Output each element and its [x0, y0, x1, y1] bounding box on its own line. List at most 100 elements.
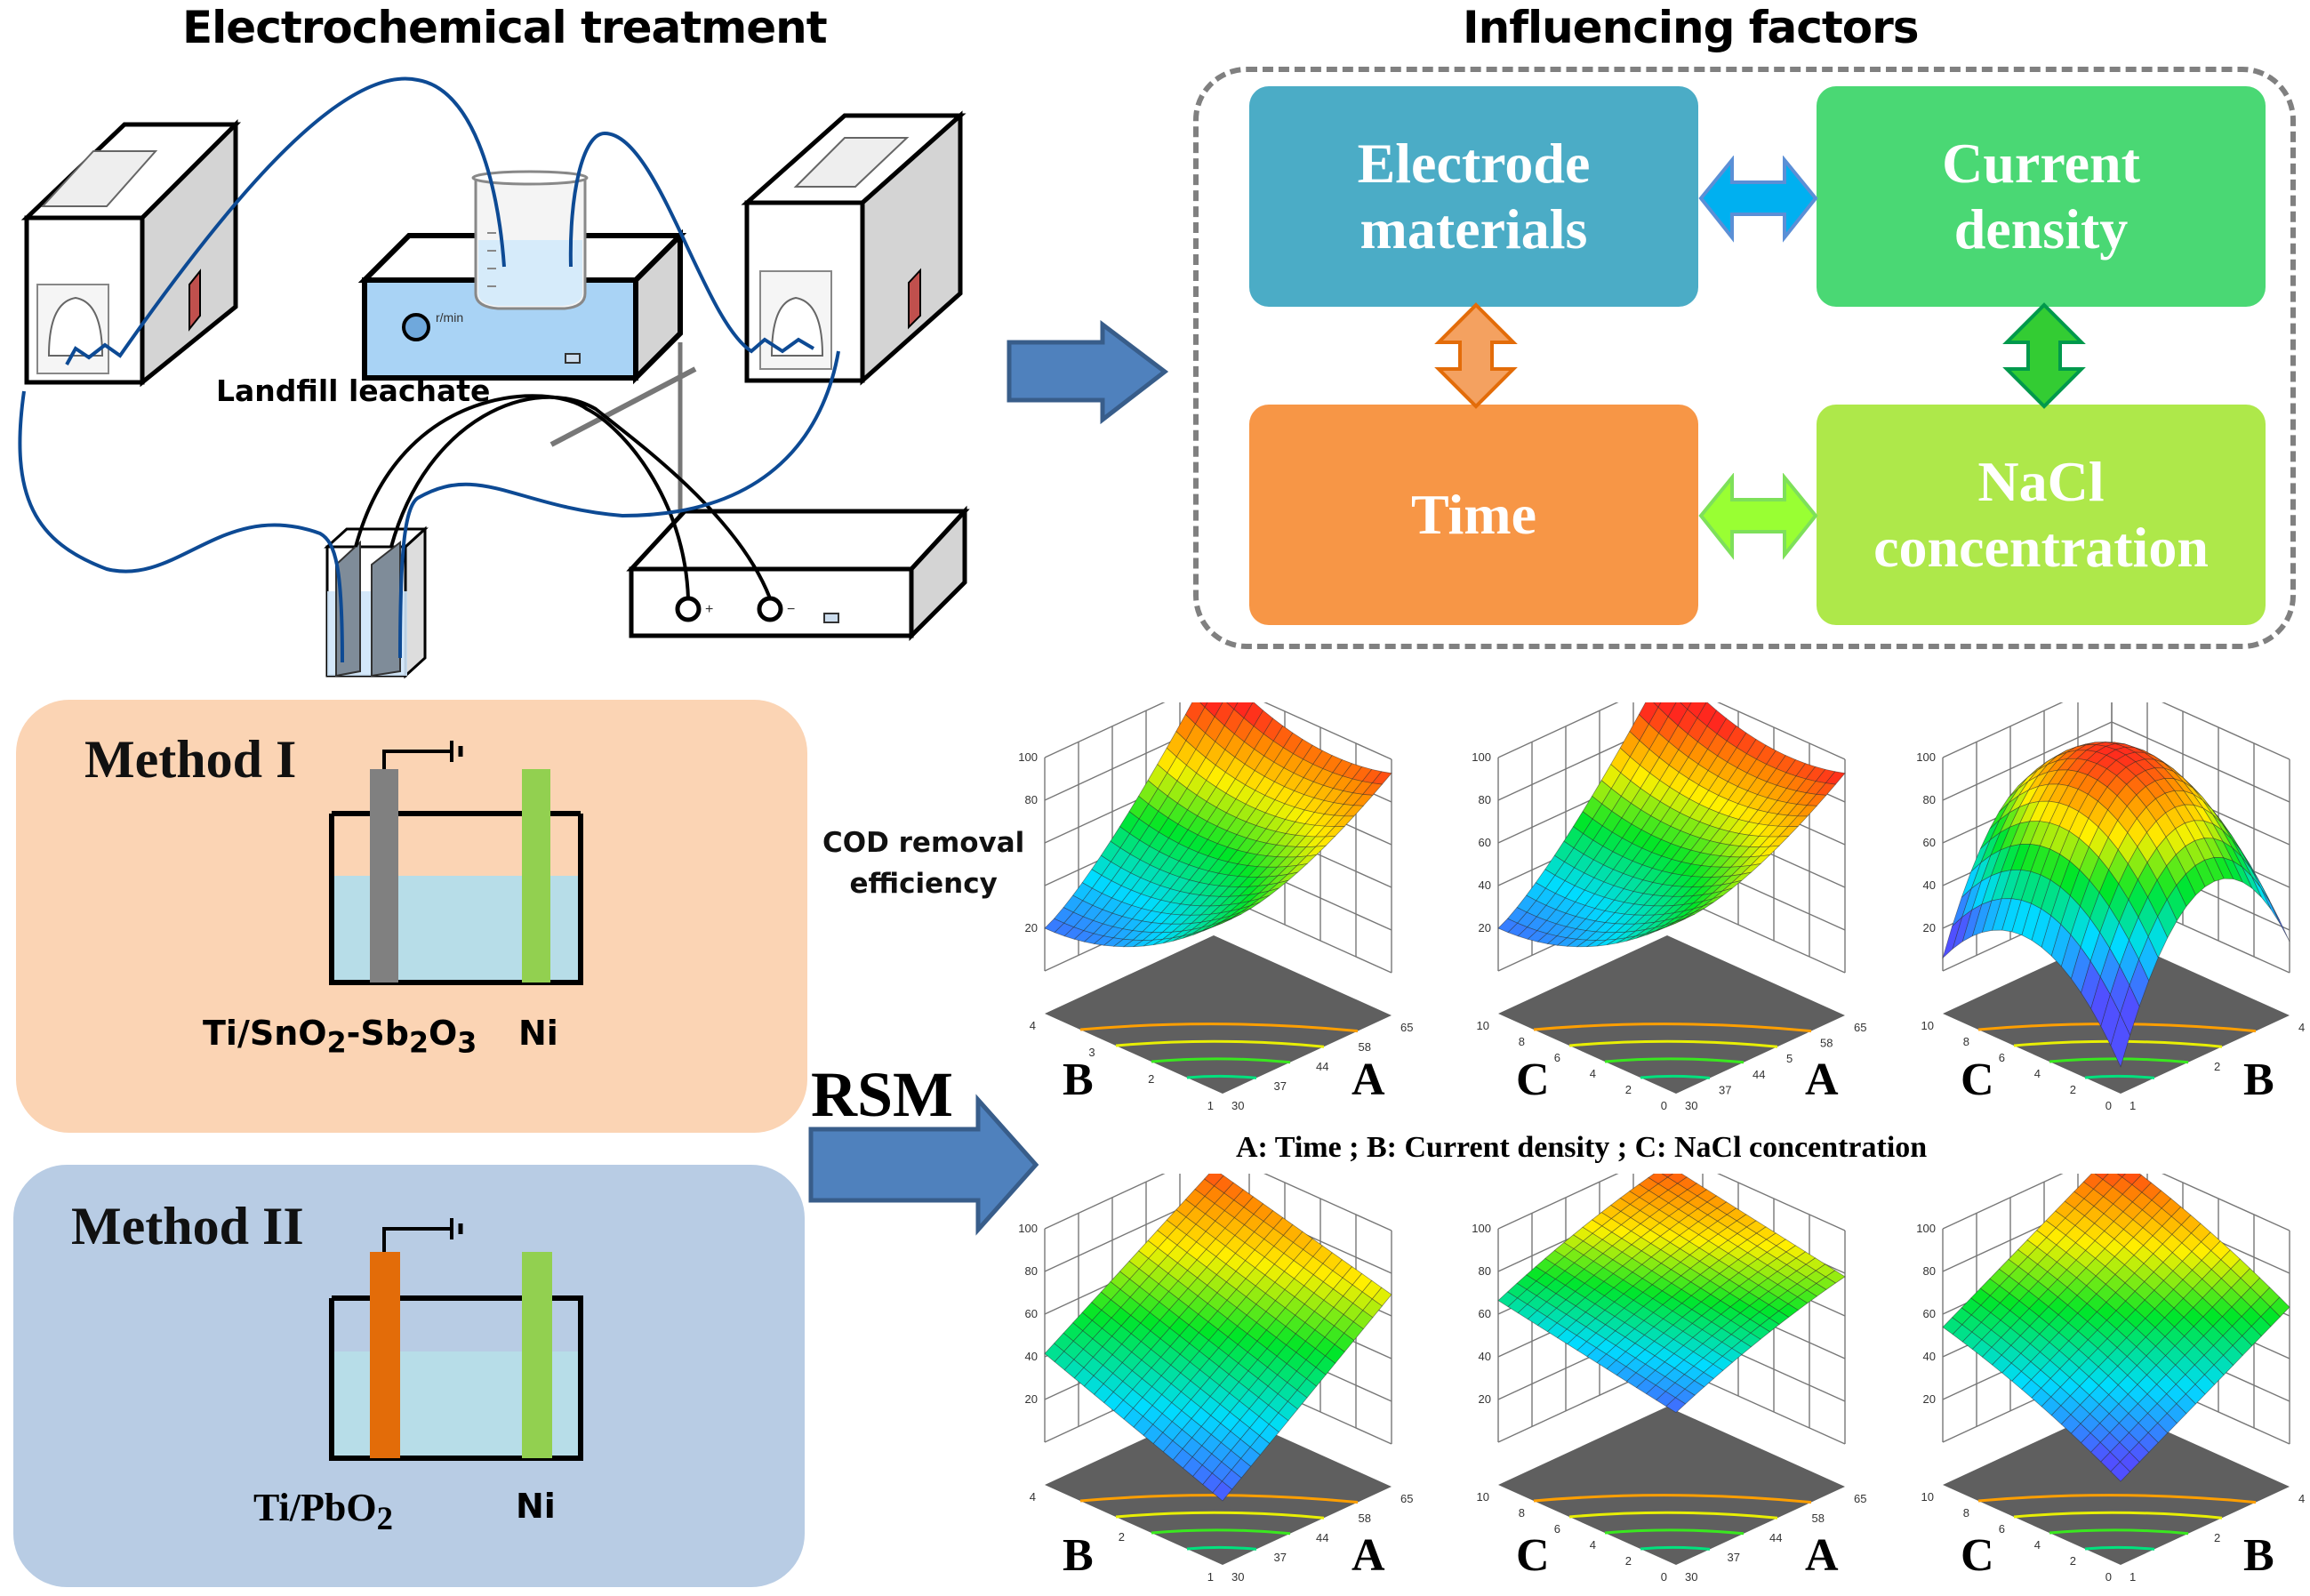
x-tick-label: 5: [1786, 1052, 1793, 1065]
contour-base-plane: [1498, 1407, 1845, 1565]
contour-line: [1604, 1528, 1745, 1536]
surface-cell: [1665, 1397, 1687, 1414]
x-tick-label: 58: [1359, 1040, 1371, 1054]
factor-legend: A: Time ; B: Current density ; C: NaCl c…: [1236, 1131, 1928, 1164]
x-tick-label: 30: [1685, 1099, 1697, 1112]
z-tick-label: 100: [1916, 750, 1936, 764]
contour-line: [2084, 1545, 2155, 1551]
anode-electrode: [370, 1252, 400, 1458]
y-tick-label: 10: [1477, 1490, 1489, 1504]
contour-line: [1533, 1023, 1812, 1033]
z-tick-label: 60: [1479, 836, 1491, 849]
y-tick-label: 8: [1519, 1035, 1525, 1048]
x-tick-label: 65: [1400, 1492, 1413, 1505]
surface-mesh: [1497, 1174, 1846, 1414]
method-ii-anode-label: Ti/PbO2: [253, 1486, 393, 1536]
z-tick-label: 60: [1923, 1307, 1936, 1320]
y-tick-label: 2: [2070, 1554, 2076, 1568]
method-i-electrolytic-cell: [329, 741, 583, 985]
y-axis-letter: C: [1516, 1055, 1550, 1105]
z-tick-label: 80: [1025, 1264, 1038, 1278]
y-tick-label: 10: [1921, 1019, 1934, 1032]
surface-mesh: [1942, 742, 2290, 1068]
double-arrow-horizontal-icon: [1698, 473, 1818, 560]
z-tick-label: 20: [1923, 921, 1936, 934]
contour-line: [1079, 1023, 1359, 1033]
y-tick-label: 0: [2105, 1099, 2112, 1112]
contour-base-plane: [1498, 935, 1845, 1094]
method-i-cathode-label: Ni: [518, 1014, 558, 1053]
z-tick-label: 80: [1923, 793, 1936, 806]
y-tick-label: 0: [1661, 1099, 1667, 1112]
factors-dashed-frame: [1193, 67, 2296, 649]
z-tick-label: 20: [1025, 1392, 1038, 1406]
x-tick-label: 2: [2214, 1531, 2220, 1544]
y-axis-letter: B: [1063, 1530, 1094, 1581]
dc-power-supply-icon: + −: [626, 505, 970, 642]
x-tick-label: 65: [1854, 1021, 1866, 1034]
y-tick-label: 10: [1921, 1490, 1934, 1504]
z-tick-label: 20: [1923, 1392, 1936, 1406]
z-tick-label: 100: [1472, 1222, 1491, 1235]
surface-cell: [2110, 1461, 2131, 1482]
surface-cell: [1199, 702, 1208, 709]
method-ii-electrolytic-cell: [329, 1218, 583, 1461]
surface-mesh: [1942, 1174, 2290, 1482]
y-tick-label: 4: [1030, 1019, 1036, 1032]
x-tick-label: 44: [1769, 1531, 1782, 1544]
rsm-arrow-icon: [808, 1094, 1039, 1236]
y-tick-label: 3: [1088, 1046, 1095, 1059]
z-tick-label: 60: [1479, 1307, 1491, 1320]
right-pump-icon: [741, 110, 967, 386]
y-tick-label: 4: [2034, 1538, 2041, 1552]
surface-mesh: [1044, 702, 1392, 948]
z-tick-label: 40: [1923, 878, 1936, 892]
x-tick-label: 44: [1316, 1060, 1328, 1073]
y-tick-label: 2: [2070, 1083, 2076, 1096]
z-tick-label: 20: [1479, 1392, 1491, 1406]
z-tick-label: 20: [1025, 921, 1038, 934]
y-tick-label: 0: [2105, 1570, 2112, 1584]
x-tick-label: 58: [1359, 1512, 1371, 1525]
surface-cell: [1653, 702, 1662, 709]
z-tick-label: 80: [1479, 793, 1491, 806]
x-tick-label: 37: [1728, 1551, 1740, 1564]
y-axis-letter: C: [1516, 1530, 1550, 1581]
z-tick-label: 40: [1479, 878, 1491, 892]
x-axis-letter: A: [1352, 1530, 1385, 1581]
x-axis-letter: B: [2243, 1530, 2274, 1581]
z-tick-label: 40: [1025, 1350, 1038, 1363]
y-tick-label: 6: [1554, 1522, 1560, 1536]
y-tick-label: 1: [1207, 1099, 1214, 1112]
contour-line: [1186, 1074, 1257, 1079]
method-ii-cathode-label: Ni: [516, 1487, 556, 1526]
electrolytic-cell-icon: [324, 525, 429, 679]
y-tick-label: 0: [1661, 1570, 1667, 1584]
flow-arrow-right-icon: [1007, 320, 1169, 425]
y-tick-label: 8: [1519, 1506, 1525, 1520]
y-tick-label: 2: [1625, 1083, 1632, 1096]
z-tick-label: 60: [1025, 1307, 1038, 1320]
factor-time: Time: [1249, 405, 1698, 625]
y-axis-letter: C: [1961, 1055, 1994, 1105]
contour-line: [1568, 1511, 1778, 1520]
y-tick-label: 8: [1963, 1506, 1969, 1520]
apparatus-illustration: r/min + −: [18, 76, 970, 679]
z-tick-label: 100: [1018, 1222, 1038, 1235]
contour-line: [1568, 1039, 1778, 1048]
electrochemical-treatment-title: Electrochemical treatment: [182, 2, 828, 53]
stand-arm: [549, 366, 697, 447]
x-axis-letter: A: [1805, 1530, 1839, 1581]
svg-text:r/min: r/min: [436, 310, 463, 325]
x-tick-label: 30: [1231, 1570, 1244, 1584]
contour-line: [1640, 1545, 1711, 1551]
anode-electrode: [370, 769, 398, 982]
y-tick-label: 2: [1148, 1072, 1154, 1086]
contour-line: [2049, 1528, 2189, 1536]
contour-line: [2013, 1511, 2223, 1520]
x-tick-label: 30: [1685, 1570, 1697, 1584]
